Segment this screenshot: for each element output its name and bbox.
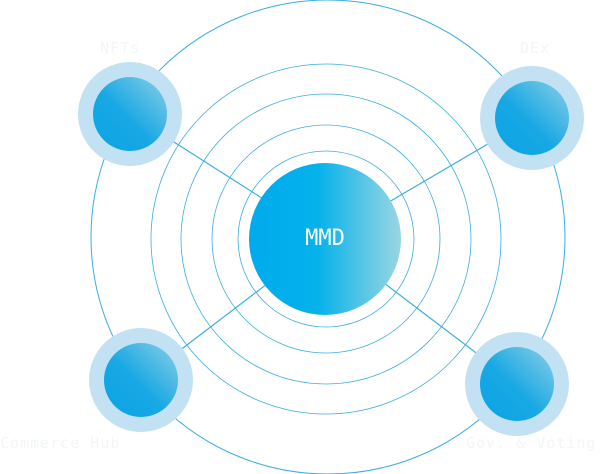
node-commerce-label: Commerce Hub	[0, 434, 121, 452]
node-gov-core	[480, 347, 554, 421]
node-gov	[465, 332, 569, 436]
concentric-rings	[150, 63, 502, 415]
node-commerce-core	[104, 343, 178, 417]
center-hub	[249, 163, 401, 315]
node-commerce	[89, 328, 193, 432]
ring-1	[150, 63, 502, 415]
node-dex	[480, 66, 584, 170]
ring-3	[211, 124, 441, 354]
node-nfts-label: NFTs	[100, 39, 141, 57]
outer-ring	[90, 0, 566, 474]
center-hub-label: MMD	[305, 226, 345, 251]
node-dex-core	[495, 81, 569, 155]
node-gov-label: Gov. & Voting	[466, 434, 597, 452]
node-nfts-core	[93, 77, 167, 151]
ring-2	[180, 93, 472, 385]
ring-4	[237, 150, 415, 328]
node-dex-label: DEx	[520, 39, 551, 57]
node-nfts	[78, 62, 182, 166]
